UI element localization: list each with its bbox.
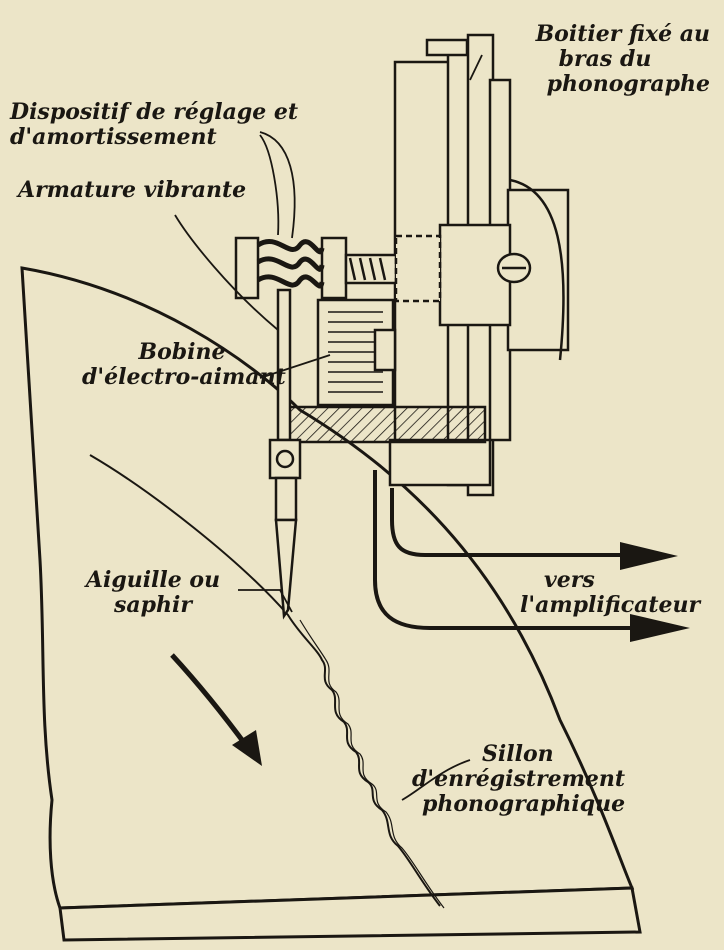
label-coil-line1: Bobine [138, 339, 226, 365]
label-armature: Armature vibrante [18, 178, 246, 203]
label-to-amplifier-line2: l'amplificateur [520, 592, 701, 618]
arrow-head-lower [630, 614, 690, 642]
label-adjustment-device: Dispositif de réglage et d'amortissement [10, 100, 298, 150]
label-needle: Aiguille ou saphir [68, 568, 238, 618]
label-coil: Bobine d'électro-aimant [82, 339, 286, 390]
record-groove-inner [299, 619, 445, 909]
leader-lines [174, 54, 483, 801]
label-needle-line2: saphir [114, 592, 192, 618]
label-groove: Sillon d'enrégistrement phonographique [412, 742, 625, 817]
label-to-amplifier: vers l'amplificateur [520, 568, 700, 618]
base-plate [278, 405, 487, 444]
label-adjustment-line1: Dispositif de réglage et [10, 99, 299, 125]
arrow-head-upper [620, 542, 678, 570]
label-armature-text: Armature vibrante [18, 177, 247, 203]
needle [274, 518, 298, 620]
label-groove-line3: phonographique [422, 791, 626, 817]
label-adjustment-line2: d'amortissement [10, 124, 217, 150]
label-housing: Boitier fixé au bras du phonographe [500, 22, 710, 97]
label-groove-line1: Sillon [482, 741, 554, 767]
adjustment-screw [234, 234, 442, 303]
label-to-amplifier-line1: vers [544, 567, 595, 593]
label-groove-line2: d'enrégistrement [412, 766, 626, 792]
vibrating-armature [268, 288, 302, 522]
label-needle-line1: Aiguille ou [85, 567, 221, 593]
label-coil-line2: d'électro-aimant [82, 364, 286, 390]
record-disc [20, 266, 642, 942]
rotation-arrow [170, 653, 262, 766]
label-housing-line2: bras du [558, 46, 652, 72]
record-groove [89, 454, 441, 907]
magnet-coil [316, 298, 397, 407]
label-housing-line3: phonographe [546, 71, 710, 97]
label-housing-line1: Boitier fixé au [535, 21, 710, 47]
output-wires [373, 470, 660, 630]
